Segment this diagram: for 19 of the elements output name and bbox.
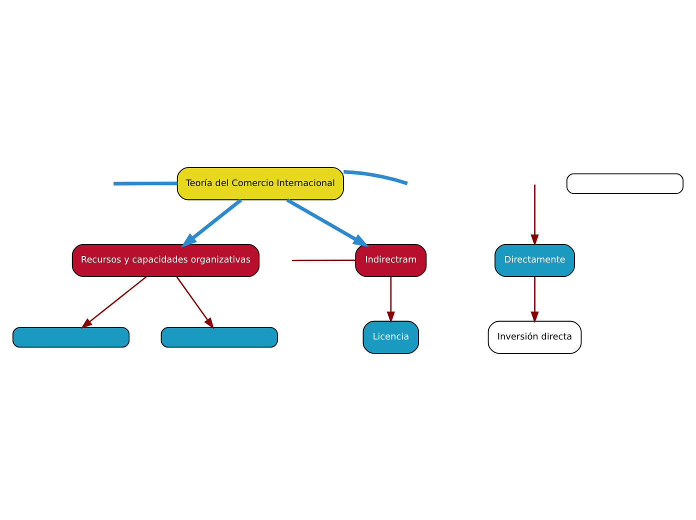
connector	[114, 181, 178, 185]
arrow	[530, 184, 539, 246]
node-box: Indirectram	[355, 243, 427, 277]
node-box: Licencia	[362, 320, 420, 354]
connector	[292, 259, 356, 261]
arrow	[530, 276, 539, 323]
connector	[344, 170, 408, 185]
node-box	[160, 326, 278, 348]
arrow	[286, 198, 370, 247]
node-box: Inversión directa	[488, 320, 582, 354]
node-box: Teoría del Comercio Internacional	[176, 166, 344, 200]
arrow	[176, 276, 214, 329]
node-box: Directamente	[494, 243, 575, 277]
arrow	[386, 276, 395, 323]
node-box: Recursos y capacidades organizativas	[72, 243, 260, 277]
node-box	[566, 172, 684, 194]
arrow	[80, 276, 147, 328]
arrow	[180, 198, 242, 248]
node-box	[12, 326, 130, 348]
